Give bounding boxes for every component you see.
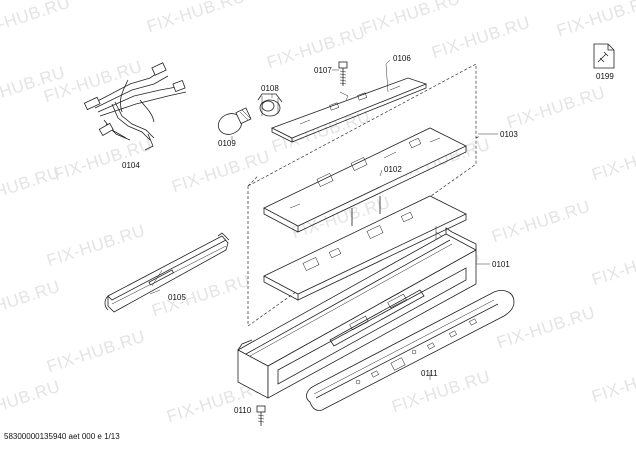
part-label-0110: 0110 — [234, 406, 252, 415]
leader-lines — [149, 59, 498, 380]
screw-0107 — [338, 61, 348, 86]
group-outline-0103 — [247, 63, 477, 327]
front-fascia-0111 — [306, 290, 515, 411]
lamp-socket-0108 — [257, 93, 283, 117]
part-label-0103: 0103 — [500, 130, 518, 139]
circuit-board-0106 — [270, 77, 428, 143]
part-label-0108: 0108 — [261, 84, 279, 93]
part-label-0105: 0105 — [168, 293, 186, 302]
wiring-harness-0104 — [83, 62, 187, 151]
profile-strip-0105 — [104, 232, 230, 313]
part-label-0101: 0101 — [492, 260, 510, 269]
screw-0110 — [256, 405, 266, 426]
control-board-0102 — [263, 127, 467, 301]
bulb-0109 — [217, 107, 252, 135]
part-label-0199: 0199 — [596, 72, 614, 81]
housing-0101 — [237, 227, 477, 399]
part-label-0109: 0109 — [218, 139, 236, 148]
part-label-0104: 0104 — [122, 161, 140, 170]
document-footer: 58300000135940 aet 000 e 1/13 — [4, 432, 120, 441]
part-label-0106: 0106 — [393, 54, 411, 63]
part-label-0111: 0111 — [421, 369, 438, 378]
part-label-0107: 0107 — [314, 66, 332, 75]
part-label-0102: 0102 — [384, 165, 402, 174]
document-icon — [593, 43, 615, 69]
